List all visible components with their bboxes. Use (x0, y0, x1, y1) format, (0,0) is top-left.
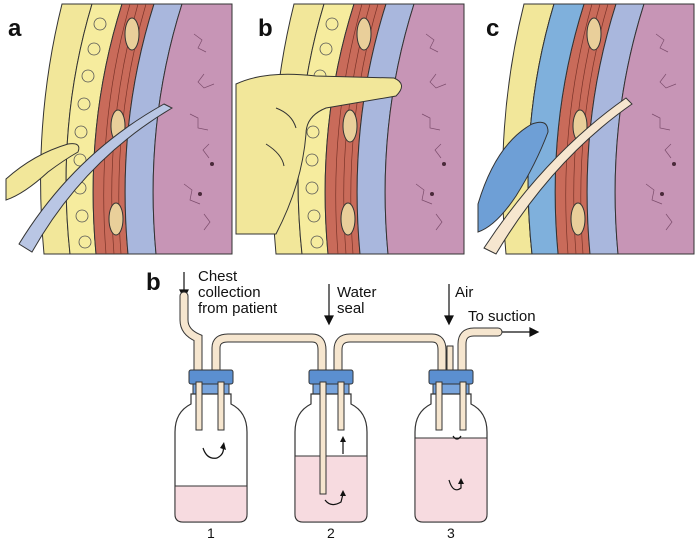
bottle-number-2: 2 (327, 525, 335, 541)
bottle-2 (295, 370, 367, 522)
panel-a (4, 4, 232, 254)
label-air: Air (455, 284, 473, 301)
panel-letter-c: c (486, 15, 499, 42)
bottle-3 (415, 370, 487, 522)
label-to-suction: To suction (468, 308, 536, 325)
bottle-number-3: 3 (447, 525, 455, 541)
label-collection: collection (198, 284, 261, 301)
label-from-patient: from patient (198, 300, 278, 317)
panel-letter-a: a (8, 15, 22, 42)
diagram-letter-b: b (146, 269, 161, 296)
bottle-1 (175, 370, 247, 522)
label-seal: seal (337, 300, 365, 317)
label-water: Water (337, 284, 376, 301)
panel-letter-b: b (258, 15, 273, 42)
panel-c (466, 4, 694, 254)
bottle-number-1: 1 (207, 525, 215, 541)
label-chest: Chest (198, 268, 238, 285)
